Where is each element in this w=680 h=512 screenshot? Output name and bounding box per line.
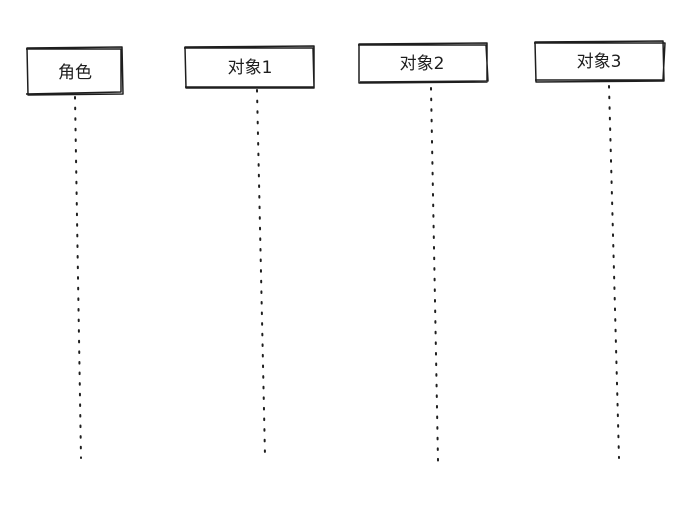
participant-object-3[interactable]: 对象3 [534,40,666,459]
lifeline [256,89,266,457]
participant-object-1[interactable]: 对象1 [184,45,315,457]
participant-label: 对象2 [400,54,445,74]
participant-box [184,45,315,89]
participant-object-2[interactable]: 对象2 [358,42,489,462]
lifeline [608,85,620,459]
participant-actor[interactable]: 角色 [25,46,124,459]
participant-label: 对象1 [228,58,273,78]
participant-box [358,42,489,84]
participant-label: 角色 [58,63,92,83]
participant-label: 对象3 [577,52,622,72]
participant-box [534,40,666,83]
lifeline [430,87,439,462]
lifeline [74,96,82,459]
participant-box [25,46,124,96]
